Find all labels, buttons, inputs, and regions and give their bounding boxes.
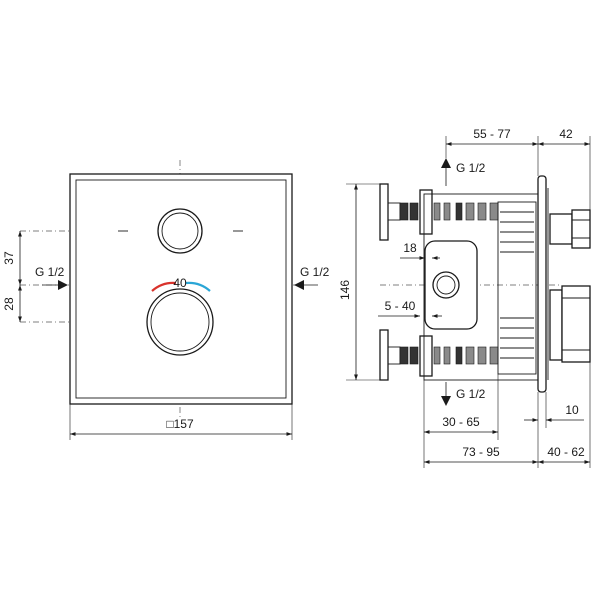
lower-spindle xyxy=(549,285,591,363)
cover-plate-inner-edge xyxy=(75,179,287,399)
dim-73-95-label: 73 - 95 xyxy=(462,445,500,459)
dim-40-62-label: 40 - 62 xyxy=(547,445,585,459)
inlet-arrow-right xyxy=(294,280,318,290)
lower-connector xyxy=(379,329,499,381)
inlet-right-label: G 1/2 xyxy=(300,265,330,279)
outlet-bottom-label: G 1/2 xyxy=(456,387,486,401)
dim-157-label: □157 xyxy=(166,417,194,431)
dim-37-label: 37 xyxy=(2,251,16,265)
flow-control-knob xyxy=(157,208,203,254)
scale-40-label: 40 xyxy=(173,276,187,290)
inlet-left-label: G 1/2 xyxy=(35,265,65,279)
dim-30-65-label: 30 - 65 xyxy=(442,415,480,429)
valve-body-rear xyxy=(497,201,537,375)
dim-5-40-label: 5 - 40 xyxy=(385,299,416,313)
front-view: 40 G 1/2 G 1/2 37 28 □157 xyxy=(2,160,330,440)
outlet-arrow-top xyxy=(441,158,451,186)
dim-55-77-label: 55 - 77 xyxy=(473,127,511,141)
dim-10-label: 10 xyxy=(565,403,579,417)
outlet-top-label: G 1/2 xyxy=(456,161,486,175)
upper-spindle xyxy=(549,209,591,249)
inlet-arrow-left xyxy=(42,280,68,290)
dim-42-label: 42 xyxy=(559,127,573,141)
dim-146-label: 146 xyxy=(338,280,352,300)
dim-28-label: 28 xyxy=(2,297,16,311)
hot-marker-arc xyxy=(151,281,177,292)
dim-18-label: 18 xyxy=(403,241,417,255)
side-view: G 1/2 G 1/2 146 55 - 77 42 18 5 - 40 xyxy=(338,127,591,468)
central-port-inner xyxy=(436,275,456,295)
upper-connector xyxy=(379,183,499,241)
outlet-arrow-bottom xyxy=(441,382,451,406)
cold-marker-arc xyxy=(185,281,211,292)
flow-control-knob-inner xyxy=(161,212,199,250)
thermostat-knob-inner xyxy=(150,292,210,352)
thermostat-knob xyxy=(146,288,214,356)
mounting-plate xyxy=(537,175,547,393)
body-ribs xyxy=(500,211,534,359)
